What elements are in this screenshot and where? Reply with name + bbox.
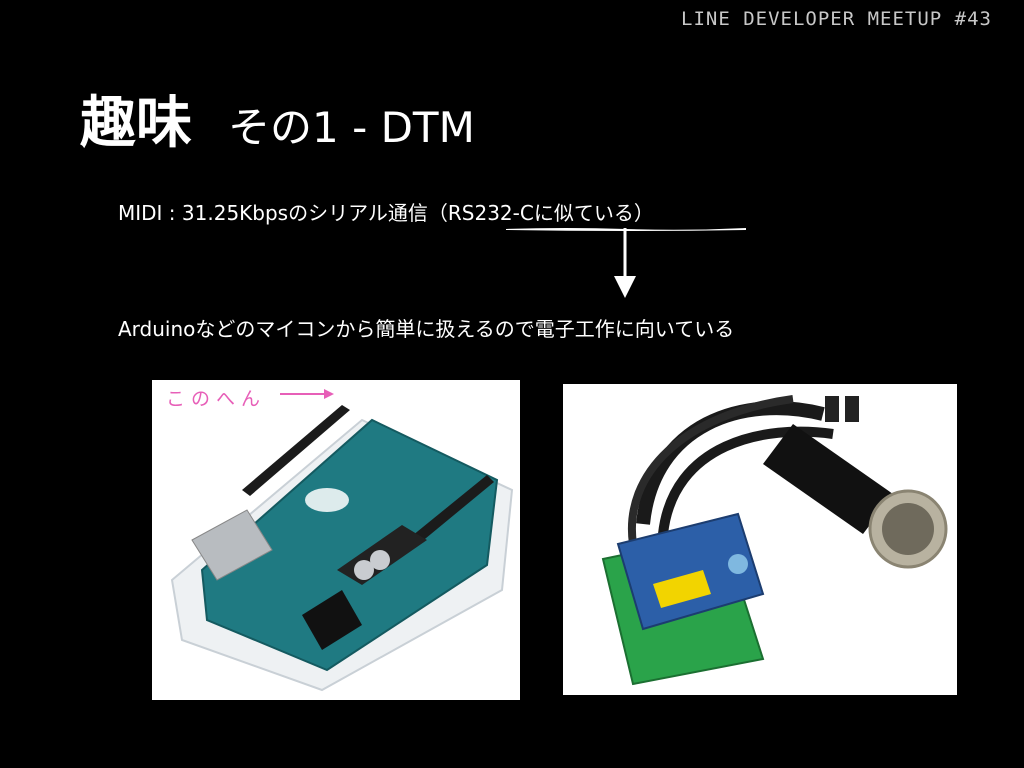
midi-description: MIDI : 31.25Kbpsのシリアル通信（RS232-Cに似ている） bbox=[118, 201, 654, 225]
xbee-midi-illustration bbox=[601, 395, 948, 686]
down-arrow-icon bbox=[614, 228, 636, 298]
event-header: LINE DEVELOPER MEETUP #43 bbox=[681, 8, 992, 30]
arduino-photo: このへん bbox=[152, 380, 520, 700]
xbee-midi-photo bbox=[563, 384, 957, 695]
arduino-description: Arduinoなどのマイコンから簡単に扱えるので電子工作に向いている bbox=[118, 317, 735, 341]
title-sub: その1 - DTM bbox=[228, 103, 475, 152]
slide-title: 趣味 その1 - DTM bbox=[80, 78, 475, 159]
title-main: 趣味 bbox=[80, 91, 192, 156]
annotation-label: このへん bbox=[166, 388, 267, 410]
arduino-board-illustration bbox=[170, 389, 514, 692]
